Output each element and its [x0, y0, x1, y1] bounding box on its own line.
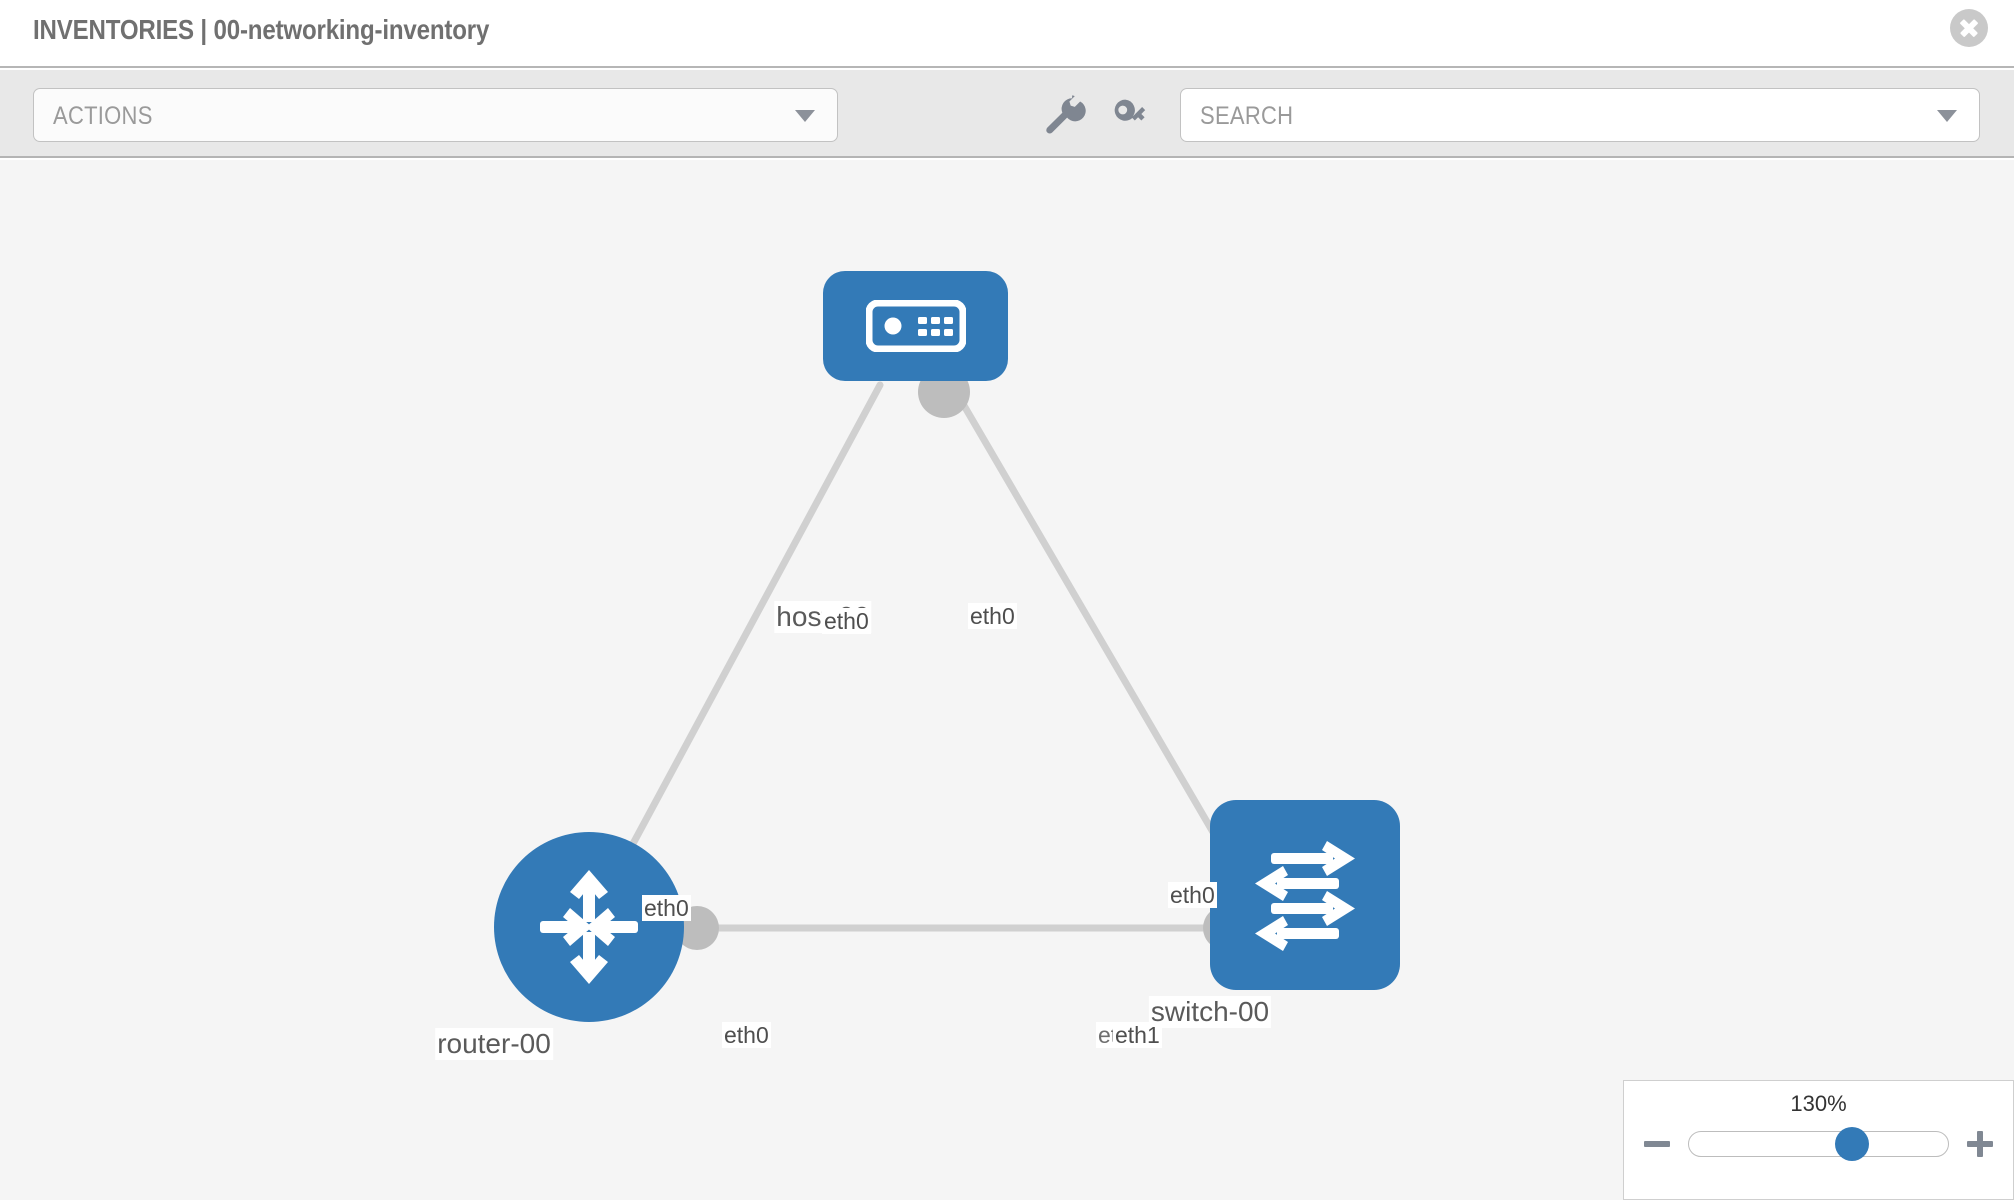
node-label-switch-00: switch-00 [1148, 996, 1272, 1028]
actions-dropdown-label: ACTIONS [53, 102, 153, 130]
topology-canvas[interactable]: host-00 [0, 160, 2014, 1200]
link-host-switch [948, 381, 1242, 879]
chevron-down-icon [795, 110, 815, 122]
iface-label-router-eth0-east: eth0 [722, 1022, 771, 1049]
router-icon [540, 870, 638, 984]
key-icon[interactable] [1108, 92, 1154, 138]
search-input[interactable]: SEARCH [1180, 88, 1980, 142]
switch-icon [1255, 841, 1355, 951]
zoom-slider[interactable] [1688, 1127, 1949, 1161]
link-host-router [596, 381, 884, 909]
server-icon [865, 300, 966, 352]
switch-node-shape[interactable] [1210, 800, 1400, 990]
node-label-router-00: router-00 [435, 1028, 553, 1060]
page-title: INVENTORIES | 00-networking-inventory [33, 14, 490, 45]
router-node-shape[interactable] [494, 832, 684, 1022]
iface-label-switch-eth0-north: eth0 [1168, 882, 1217, 909]
iface-label-host-eth0-left: eth0 [822, 608, 871, 635]
title-bar: INVENTORIES | 00-networking-inventory [0, 0, 2014, 68]
iface-label-router-eth0-north: eth0 [642, 895, 691, 922]
zoom-slider-thumb[interactable] [1835, 1127, 1870, 1161]
close-icon[interactable] [1950, 9, 1988, 47]
iface-label-switch-eth1-west: eth1 [1113, 1022, 1162, 1049]
search-placeholder: SEARCH [1200, 102, 1294, 130]
zoom-in-button[interactable] [1965, 1129, 1995, 1159]
host-node-shape[interactable] [823, 271, 1008, 381]
zoom-level-value: 130% [1790, 1091, 1847, 1116]
zoom-out-button[interactable] [1642, 1129, 1672, 1159]
actions-dropdown[interactable]: ACTIONS [33, 88, 838, 142]
interface-stubs [675, 366, 1263, 950]
zoom-control-panel: 130% [1623, 1080, 2014, 1200]
wrench-icon[interactable] [1040, 92, 1086, 138]
iface-label-host-eth0-right: eth0 [968, 603, 1017, 630]
chevron-down-icon[interactable] [1937, 110, 1957, 122]
zoom-control-row [1624, 1127, 2013, 1161]
toolbar: ACTIONS SEARCH [0, 70, 2014, 158]
